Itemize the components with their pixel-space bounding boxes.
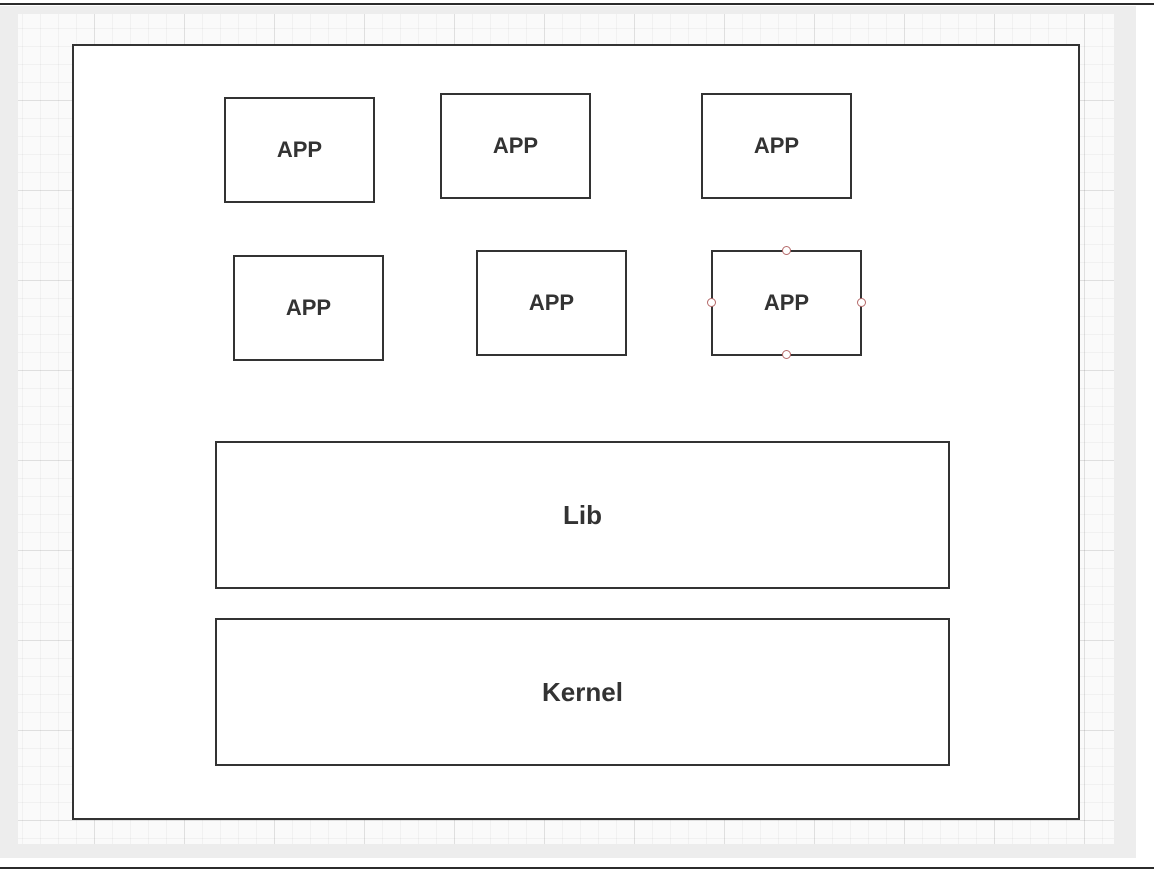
resize-handle-top[interactable]: [782, 246, 791, 255]
app-box-4[interactable]: APP: [233, 255, 384, 361]
app-box-6-selected[interactable]: APP: [711, 250, 862, 356]
app-box-3[interactable]: APP: [701, 93, 852, 199]
app-box-label: APP: [276, 137, 323, 162]
app-box-label: APP: [753, 133, 800, 158]
app-box-label: APP: [528, 290, 575, 315]
kernel-label: Kernel: [542, 676, 623, 707]
app-box-label: APP: [763, 290, 810, 315]
app-box-2[interactable]: APP: [440, 93, 591, 199]
app-box-1[interactable]: APP: [224, 97, 375, 203]
bottom-divider: [0, 867, 1154, 869]
top-divider: [0, 3, 1154, 5]
resize-handle-bottom[interactable]: [782, 350, 791, 359]
app-box-label: APP: [492, 133, 539, 158]
lib-layer-box[interactable]: Lib: [215, 441, 950, 589]
resize-handle-left[interactable]: [707, 298, 716, 307]
kernel-layer-box[interactable]: Kernel: [215, 618, 950, 766]
lib-label: Lib: [563, 499, 602, 530]
app-box-5[interactable]: APP: [476, 250, 627, 356]
app-box-label: APP: [285, 295, 332, 320]
resize-handle-right[interactable]: [857, 298, 866, 307]
